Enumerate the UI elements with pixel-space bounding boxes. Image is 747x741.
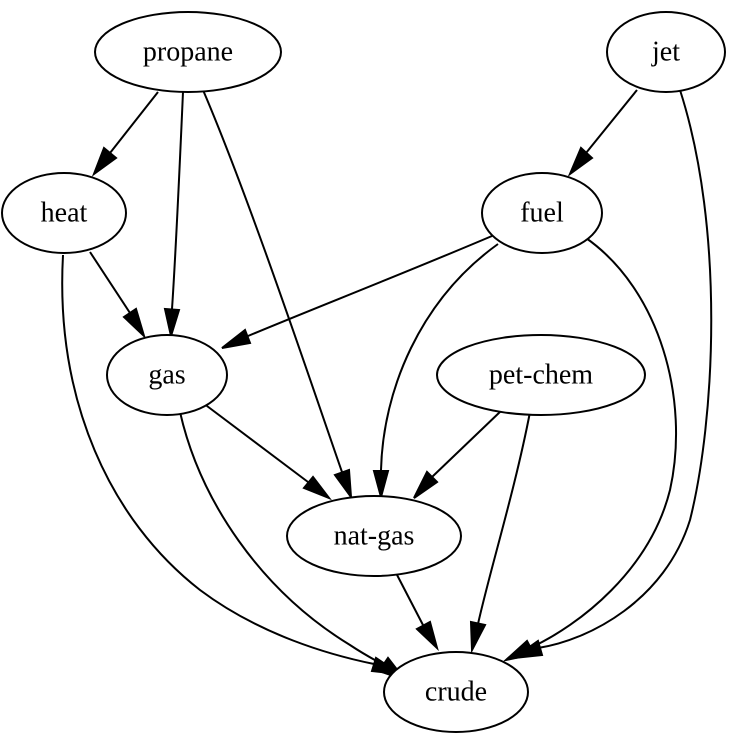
node-heat: heat <box>1 172 127 254</box>
edge-pet-chem-nat-gas <box>413 409 503 499</box>
edges <box>61 89 713 683</box>
node-label-crude: crude <box>425 677 487 708</box>
node-label-pet-chem: pet-chem <box>489 360 593 391</box>
edge-heat-crude <box>61 254 401 675</box>
node-nat-gas: nat-gas <box>286 495 462 577</box>
edge-fuel-gas <box>221 235 493 349</box>
edge-jet-fuel <box>567 89 638 177</box>
node-label-heat: heat <box>41 198 88 229</box>
edge-gas-nat-gas <box>202 402 332 501</box>
node-label-gas: gas <box>148 360 185 391</box>
node-label-propane: propane <box>143 37 233 68</box>
edge-propane-gas <box>163 91 184 340</box>
edge-propane-heat <box>91 91 159 177</box>
edge-fuel-nat-gas <box>372 243 499 501</box>
edge-heat-gas <box>89 251 147 340</box>
node-propane: propane <box>94 11 282 93</box>
node-crude: crude <box>383 651 529 733</box>
node-pet-chem: pet-chem <box>436 334 646 416</box>
edge-nat-gas-crude <box>394 570 439 652</box>
node-gas: gas <box>106 334 228 416</box>
node-label-fuel: fuel <box>520 198 564 229</box>
edge-pet-chem-crude <box>469 411 531 654</box>
node-fuel: fuel <box>481 172 603 254</box>
node-label-nat-gas: nat-gas <box>334 521 415 552</box>
node-jet: jet <box>606 11 726 93</box>
nodes: propane jet heat fuel gas pet-chem nat-g… <box>1 11 726 733</box>
node-label-jet: jet <box>651 37 680 68</box>
edge-propane-nat-gas <box>202 89 353 501</box>
edge-fuel-crude <box>502 237 677 662</box>
